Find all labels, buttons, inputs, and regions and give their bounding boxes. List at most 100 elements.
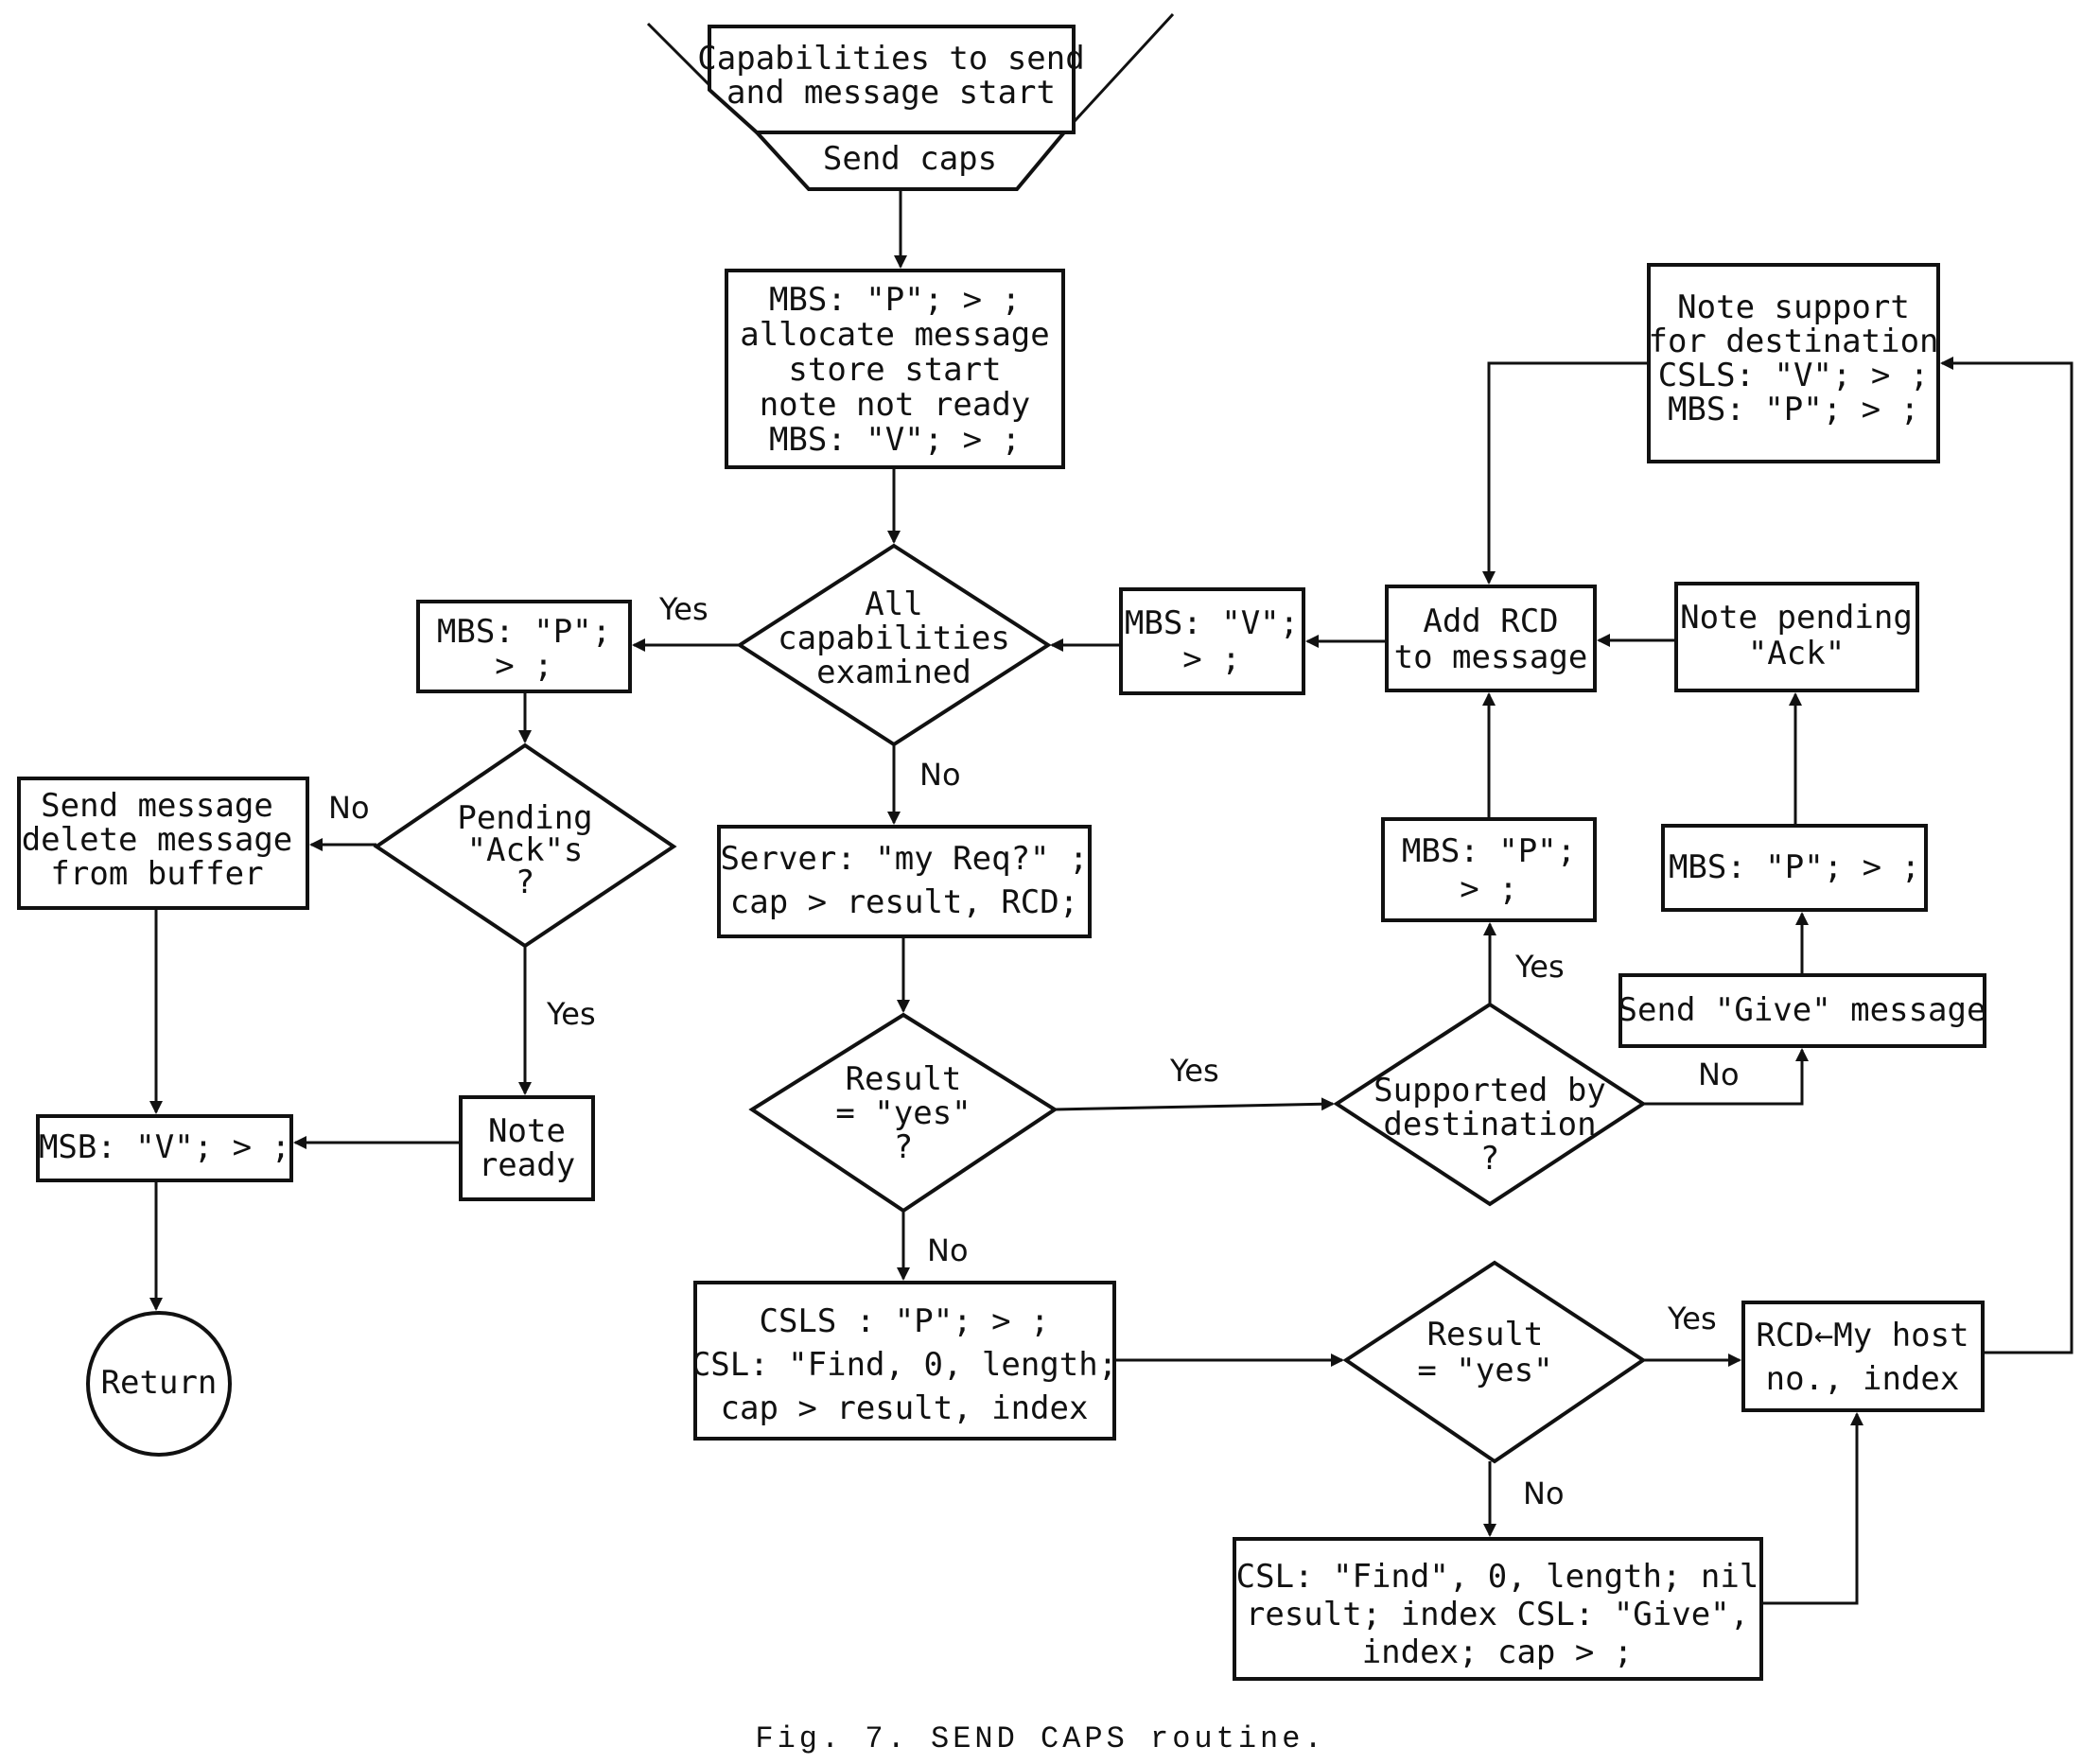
node-label-line: ready xyxy=(479,1146,575,1184)
node-msb-v xyxy=(36,1114,293,1182)
node-label-line: Add RCD xyxy=(1423,603,1558,640)
node-label-line: = "yes" xyxy=(835,1094,971,1132)
node-label-line: cap > result, index xyxy=(721,1389,1089,1427)
node-label-line: delete message xyxy=(22,821,293,859)
edge-result1-yes xyxy=(1054,1097,1335,1111)
edge-csl-find-to-rcd xyxy=(1761,1412,1863,1605)
node-label-line: MBS: "V"; xyxy=(1125,604,1299,642)
label-result2-no: No xyxy=(1523,1476,1565,1511)
node-csls xyxy=(693,1281,1116,1441)
node-label-line: MSB: "V"; > ; xyxy=(39,1128,290,1166)
node-label-note-pending: Note pending"Ack" xyxy=(1680,599,1913,672)
node-label-line: MBS: "P"; > ; xyxy=(769,281,1021,319)
node-label-mbs-p-mid: MBS: "P";> ; xyxy=(1402,832,1576,908)
node-csl-find xyxy=(1233,1537,1763,1681)
node-label-line: Capabilities to send xyxy=(697,40,1084,78)
node-label-line: > ; xyxy=(1460,870,1517,908)
label-supported-no: No xyxy=(1698,1057,1740,1092)
node-label-line: Pending xyxy=(457,799,592,837)
node-note-ready xyxy=(459,1095,595,1201)
node-label-result-yes-2: Result= "yes" xyxy=(1417,1316,1552,1389)
node-label-line: no., index xyxy=(1766,1360,1960,1398)
node-send-delete xyxy=(17,777,309,910)
edge-supported-no xyxy=(1643,1048,1809,1106)
label-pending-yes: Yes xyxy=(546,996,596,1032)
node-server xyxy=(717,825,1092,938)
label-all-yes: Yes xyxy=(658,591,709,627)
node-label-line: store start xyxy=(788,351,1001,389)
node-label-line: result; index CSL: "Give", xyxy=(1246,1596,1749,1633)
label-result1-yes: Yes xyxy=(1169,1053,1219,1089)
node-label-line: Note support xyxy=(1677,288,1910,326)
node-rcd-host xyxy=(1741,1301,1985,1412)
node-label-msb-v: MSB: "V"; > ; xyxy=(39,1128,290,1166)
node-return xyxy=(86,1311,232,1457)
node-label-line: MBS: "P"; > ; xyxy=(1669,848,1920,886)
node-label-line: cap > result, RCD; xyxy=(730,883,1078,921)
node-label-line: ? xyxy=(1480,1140,1499,1178)
node-label-line: Send "Give" message xyxy=(1618,991,1986,1029)
node-label-line: Server: "my Req?" ; xyxy=(721,840,1089,878)
node-label-line: Supported by xyxy=(1373,1072,1606,1109)
node-label-mbs-v-mid: MBS: "V";> ; xyxy=(1125,604,1299,678)
edge-note-support-to-add-rcd xyxy=(1482,361,1649,585)
node-mbs-v-mid xyxy=(1119,587,1305,695)
node-label-line: from buffer xyxy=(50,855,263,893)
node-label-server: Server: "my Req?" ; cap > result, RCD; xyxy=(721,840,1089,921)
node-label-line: MBS: "P"; > ; xyxy=(1668,391,1919,428)
node-label-line: CSLS: "V"; > ; xyxy=(1658,357,1930,394)
node-label-line: capabilities xyxy=(778,620,1010,657)
node-label-line: MBS: "V"; > ; xyxy=(769,421,1021,459)
node-label-rcd-host: RCD←My host no., index xyxy=(1756,1317,1968,1398)
node-label-line: Note xyxy=(488,1112,566,1150)
node-label-line: > ; xyxy=(1182,640,1240,678)
node-label-line: CSL: "Find", 0, length; nil xyxy=(1236,1558,1759,1596)
node-label-line: "Ack" xyxy=(1748,635,1845,672)
node-label-line: Return xyxy=(101,1364,218,1402)
node-label-line: to message xyxy=(1394,638,1588,676)
label-result1-no: No xyxy=(927,1232,969,1268)
node-label-line: ? xyxy=(894,1128,913,1166)
label-pending-no: No xyxy=(328,790,370,826)
node-label-return: Return xyxy=(101,1364,218,1402)
label-all-no: No xyxy=(919,757,961,793)
node-label-line: Send message xyxy=(41,787,273,825)
node-label-mbs-p-right: MBS: "P"; > ; xyxy=(1669,848,1920,886)
node-label-line: Result xyxy=(846,1060,962,1098)
node-label-line: CSL: "Find, 0, length; xyxy=(691,1346,1117,1384)
node-add-rcd xyxy=(1385,585,1597,692)
node-label-line: All xyxy=(865,585,922,623)
node-label-line: > ; xyxy=(495,647,552,685)
node-label-line: RCD←My host xyxy=(1756,1317,1968,1354)
node-label-line: MBS: "P"; xyxy=(437,613,611,651)
node-label-csls: CSLS : "P"; > ; CSL: "Find, 0, length; cap… xyxy=(691,1302,1117,1427)
node-label-result-yes-1: Result= "yes"? xyxy=(835,1060,971,1166)
node-label-line: index; cap > ; xyxy=(1362,1633,1634,1671)
node-label-mbs-p-left: MBS: "P";> ; xyxy=(437,613,611,685)
label-supported-yes: Yes xyxy=(1514,949,1565,985)
node-send-caps xyxy=(752,131,1069,191)
node-result-yes-2-decision xyxy=(1342,1260,1647,1464)
node-mbs-alloc xyxy=(725,269,1065,469)
node-label-line: for destination xyxy=(1648,323,1938,360)
node-mbs-p-mid xyxy=(1381,817,1597,922)
node-label-pending-ack: Pending"Ack"s? xyxy=(457,799,592,901)
node-label-line: allocate message xyxy=(740,316,1050,354)
node-label-line: CSLS : "P"; > ; xyxy=(759,1302,1049,1340)
node-mbs-p-right xyxy=(1661,824,1928,912)
node-label-send-caps: Send caps xyxy=(823,140,997,178)
node-label-line: examined xyxy=(816,654,971,691)
node-label-line: note not ready xyxy=(760,386,1031,424)
node-label-send-give: Send "Give" message xyxy=(1618,991,1986,1029)
node-note-pending xyxy=(1674,582,1919,692)
node-supported-decision xyxy=(1333,1002,1647,1207)
